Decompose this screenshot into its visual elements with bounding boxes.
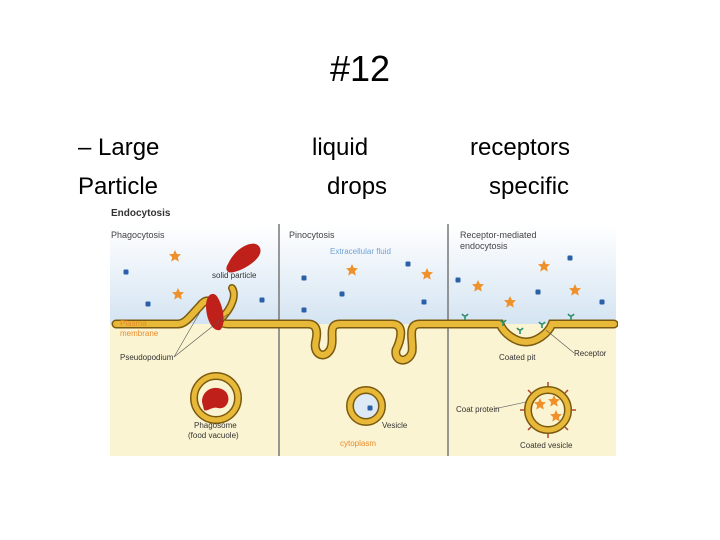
solute-dot [535, 289, 541, 295]
cytoplasm-label: cytoplasm [340, 439, 376, 448]
plasma-membrane-label: Plasma [120, 319, 147, 328]
slide-title: #12 [329, 48, 391, 89]
heading-phagocytosis: – Large Particle [78, 128, 159, 206]
solid-particle-label: solid particle [212, 271, 257, 280]
receptor-label: Receptor [574, 349, 607, 358]
vesicle-label: Vesicle [382, 421, 408, 430]
solute-dot [339, 291, 345, 297]
solute-dot [123, 269, 129, 275]
pseudopodium-pointer [173, 313, 229, 358]
receptor-pointer [545, 329, 575, 354]
receptor [516, 327, 524, 334]
receptors [461, 313, 575, 334]
phagosome-membrane [191, 373, 241, 423]
heading-pinocytosis: liquid drops [312, 128, 387, 206]
coated-vesicle-label: Coated vesicle [520, 441, 573, 450]
solute-dot [145, 301, 151, 307]
solute-dot [301, 307, 307, 313]
coated-pit-label: Coated pit [499, 353, 536, 362]
plasma-membrane-label: membrane [120, 329, 159, 338]
extracellular-fluid-label: Extracellular fluid [330, 247, 391, 256]
heading-line: Particle [78, 173, 159, 200]
solute-dot [599, 299, 605, 305]
receptor [461, 313, 469, 320]
solute-dot [301, 275, 307, 281]
pseudopodium-pointer [173, 311, 201, 358]
panel-label-receptor-line2: endocytosis [460, 241, 508, 251]
coat-spike [564, 426, 569, 431]
solid-particle [226, 243, 261, 273]
solute-dot [421, 299, 427, 305]
panel-label-phagocytosis: Phagocytosis [111, 230, 165, 240]
figure-title: Endocytosis [111, 208, 171, 219]
endocytosis-diagram: Endocytosis Phagocytosis Pinocytosis Ext… [110, 208, 618, 456]
coat-protein-pointer [493, 401, 527, 410]
vesicle-solute [367, 405, 373, 411]
food-vacuole-label: (food vacuole) [188, 431, 239, 440]
heading-receptor-mediated: receptors specific [470, 128, 570, 206]
solute-dot [455, 277, 461, 283]
heading-line: specific [489, 173, 570, 200]
heading-line: liquid [312, 134, 369, 161]
coat-spike [527, 426, 532, 431]
coat-spike [564, 389, 569, 394]
extracellular-background [110, 224, 616, 324]
receptor [538, 321, 546, 328]
heading-line: drops [327, 173, 388, 200]
phagosome-particle [202, 387, 229, 411]
receptor [567, 313, 575, 320]
coat-protein [520, 382, 576, 438]
coat-protein-label: Coat protein [456, 405, 500, 414]
phagosome-label: Phagosome [194, 421, 237, 430]
heading-line: receptors [470, 134, 571, 161]
solute-dot [405, 261, 411, 267]
receptor [499, 319, 507, 326]
coated-vesicle-membrane [525, 387, 571, 433]
coat-spike [527, 389, 532, 394]
heading-line: – Large [78, 134, 160, 161]
vesicle-membrane [347, 387, 385, 425]
panel-label-receptor-line1: Receptor-mediated [460, 230, 537, 240]
solute-dot [259, 297, 265, 303]
panel-label-pinocytosis: Pinocytosis [289, 230, 335, 240]
pseudopodium-label: Pseudopodium [120, 353, 174, 362]
solute-dot [567, 255, 573, 261]
